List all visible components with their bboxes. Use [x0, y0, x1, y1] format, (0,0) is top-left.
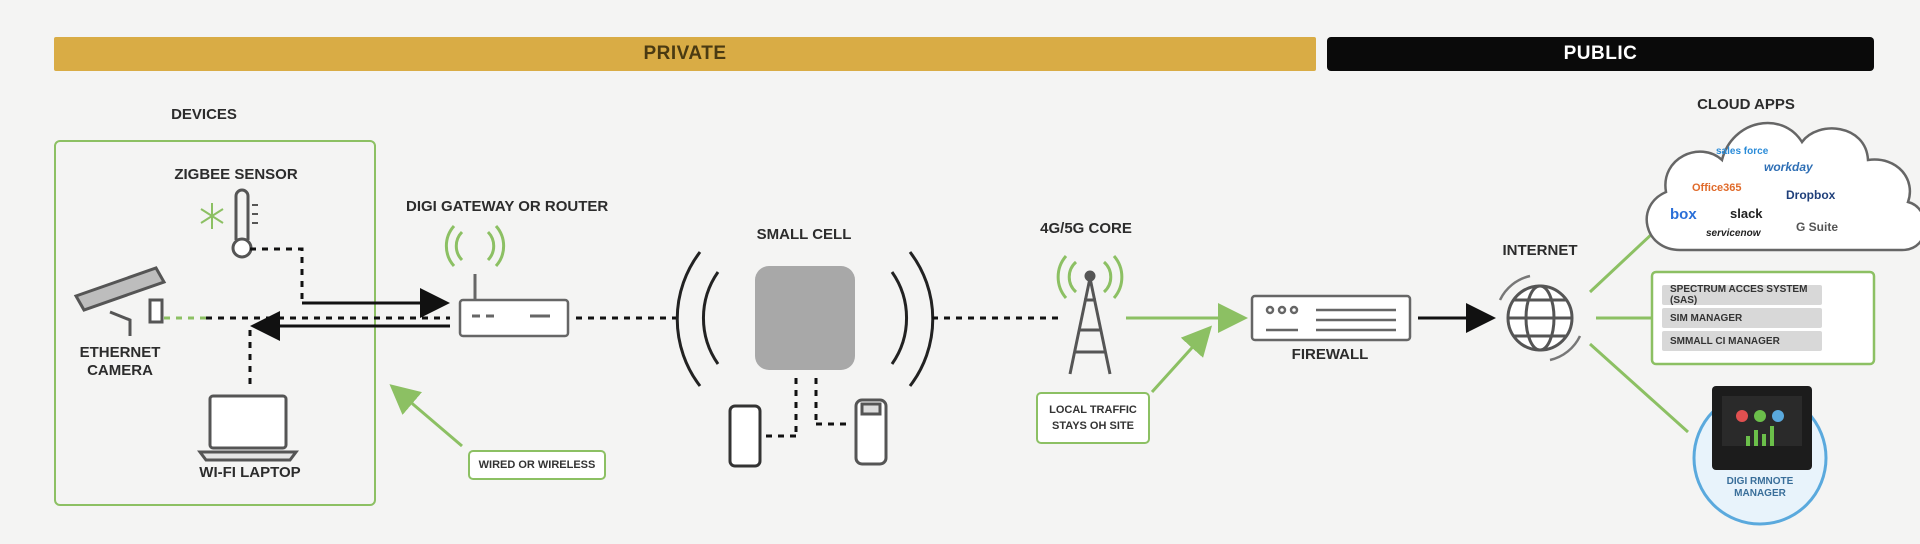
laptop-label: WI-FI LAPTOP [199, 464, 301, 481]
firewall-label: FIREWALL [1291, 346, 1369, 363]
cloud-apps-title: CLOUD APPS [1697, 96, 1795, 113]
gsuite-logo: G Suite [1796, 220, 1839, 234]
service-sim-manager: SIM MANAGER [1662, 308, 1822, 328]
small-cell-icon [675, 251, 935, 387]
camera-icon [73, 266, 167, 336]
snowflake-icon [200, 203, 224, 229]
camera-label: ETHERNET CAMERA [79, 344, 161, 379]
thermometer-icon [231, 188, 258, 259]
devices-box [54, 140, 376, 506]
router-icon [458, 274, 570, 338]
service-sas: SPECTRUM ACCES SYSTEM (SAS) [1662, 284, 1822, 306]
wired-wireless-note: WIRED OR WIRELESS [468, 450, 606, 480]
servicenow-logo: servicenow [1706, 228, 1761, 239]
internet-label: INTERNET [1502, 242, 1578, 259]
devices-title: DEVICES [171, 106, 237, 123]
handheld-radio-icon [854, 398, 888, 466]
public-band: PUBLIC [1327, 37, 1874, 71]
private-band: PRIVATE [54, 37, 1316, 71]
remote-manager-badge [1692, 386, 1828, 526]
remote-manager-label: DIGI RMNOTE MANAGER [1726, 476, 1794, 499]
gateway-label: DIGI GATEWAY OR ROUTER [406, 198, 609, 215]
laptop-icon [197, 394, 299, 462]
zigbee-label: ZIGBEE SENSOR [174, 166, 298, 183]
core-label: 4G/5G CORE [1040, 220, 1132, 237]
workday-logo: workday [1764, 160, 1813, 174]
cloud-icon [1645, 121, 1920, 252]
firewall-icon [1250, 294, 1412, 342]
box-logo: box [1670, 206, 1697, 223]
smartphone-icon [728, 404, 762, 468]
small-cell-label: SMALL CELL [756, 226, 852, 243]
slack-logo: slack [1730, 206, 1763, 221]
cell-tower-icon [1068, 270, 1112, 375]
wifi-signal-icon [444, 225, 506, 267]
salesforce-logo: sales force [1716, 146, 1769, 157]
dropbox-logo: Dropbox [1786, 188, 1836, 202]
globe-icon [1506, 284, 1574, 352]
service-small-cell-manager: SMMALL CI MANAGER [1662, 331, 1822, 351]
refresh-arrows-icon [1498, 274, 1582, 362]
local-traffic-note: LOCAL TRAFFIC STAYS OH SITE [1036, 392, 1150, 444]
tower-signal-icon [1056, 255, 1124, 299]
office365-logo: Office365 [1692, 182, 1742, 194]
